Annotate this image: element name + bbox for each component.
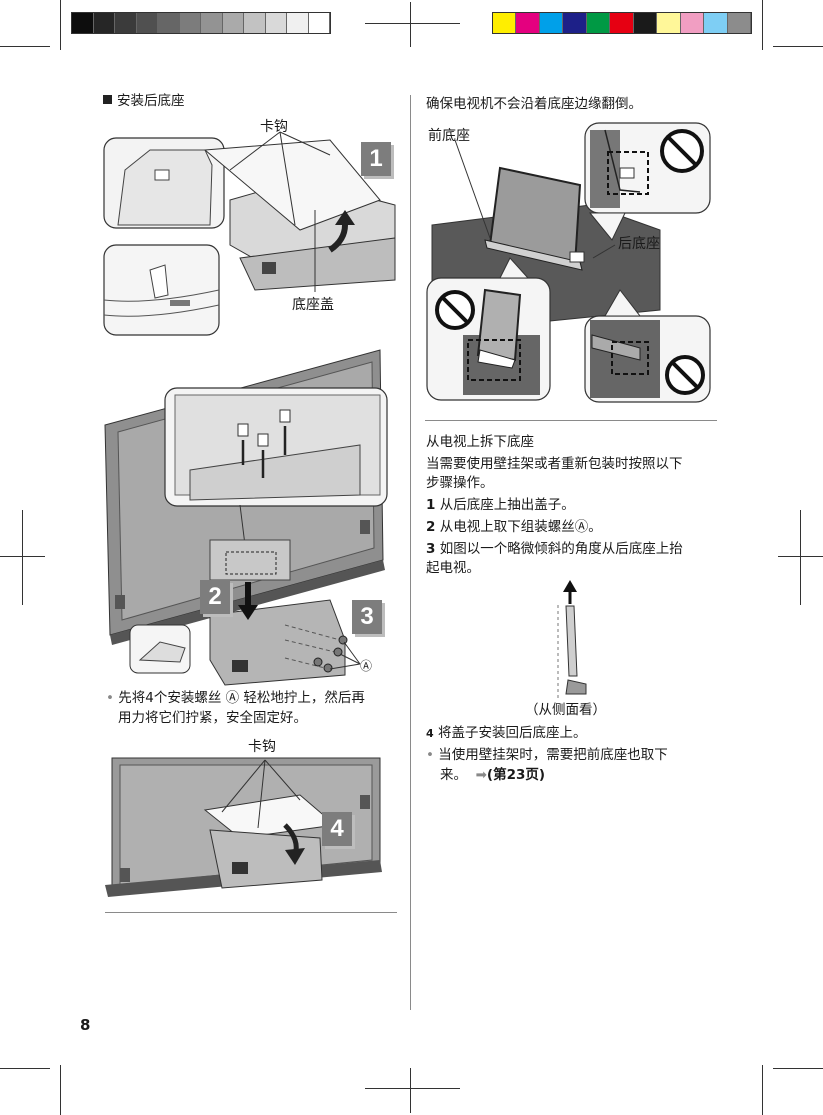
arrow-down-icon	[238, 605, 258, 620]
remove-step-3: 3 如图以一个略微倾斜的角度从后底座上抬	[426, 541, 683, 557]
wall-mount-bullet-cont: 来。 ➡(第23页)	[440, 767, 546, 783]
gray-swatch	[201, 13, 223, 33]
color-swatch	[516, 13, 540, 33]
grayscale-calibration-bar	[71, 12, 331, 34]
column-divider	[410, 95, 411, 1010]
remove-step-1: 1 从后底座上抽出盖子。	[426, 497, 575, 513]
prohibition-icon	[660, 129, 704, 173]
screw-instruction-bullet: • 先将4个安装螺丝 Ⓐ 轻松地拧上，然后再	[106, 690, 365, 706]
color-swatch	[704, 13, 728, 33]
page-number: 8	[80, 1016, 91, 1034]
hook-callout-1: 卡钩	[260, 119, 288, 135]
remove-intro-line-1: 当需要使用壁挂架或者重新包装时按照以下	[426, 456, 683, 472]
color-swatch	[633, 13, 658, 33]
color-calibration-bar	[492, 12, 752, 34]
gray-swatch	[222, 13, 244, 33]
gray-swatch	[136, 13, 158, 33]
step-2-badge: 2	[200, 580, 230, 614]
side-view-caption: （从侧面看）	[525, 702, 606, 718]
prohibition-icon	[435, 290, 475, 330]
curved-arrow-icon	[285, 848, 305, 865]
page-reference-link[interactable]: (第23页)	[486, 767, 546, 783]
section-title: 安装后底座	[103, 92, 185, 111]
gray-swatch	[93, 13, 115, 33]
step-3-badge: 3	[352, 600, 382, 634]
color-swatch	[493, 13, 517, 33]
front-stand-label: 前底座	[428, 128, 470, 144]
screw-marker: Ⓐ	[360, 659, 373, 673]
gray-swatch	[308, 13, 330, 33]
page-reference-arrow-icon: ➡	[475, 767, 487, 783]
arrow-up-icon	[563, 580, 577, 592]
color-swatch	[586, 13, 611, 33]
square-bullet-icon	[103, 95, 112, 104]
prohibition-icon	[665, 355, 705, 395]
wall-mount-bullet: • 当使用壁挂架时，需要把前底座也取下	[426, 747, 668, 763]
remove-stand-heading: 从电视上拆下底座	[426, 434, 534, 450]
color-swatch	[680, 13, 705, 33]
gray-swatch	[265, 13, 287, 33]
tip-over-warning: 确保电视机不会沿着底座边缘翻倒。	[426, 96, 642, 112]
gray-swatch	[179, 13, 201, 33]
curved-arrow-icon	[335, 210, 355, 225]
gray-swatch	[72, 13, 94, 33]
color-swatch	[610, 13, 634, 33]
gray-swatch	[287, 13, 309, 33]
color-swatch	[563, 13, 587, 33]
hook-callout-2: 卡钩	[248, 739, 276, 755]
gray-swatch	[158, 13, 180, 33]
left-bottom-rule	[105, 912, 397, 913]
color-swatch	[539, 13, 564, 33]
color-swatch	[727, 13, 751, 33]
remove-step-2: 2 从电视上取下组装螺丝Ⓐ。	[426, 519, 602, 535]
cover-callout: 底座盖	[292, 297, 334, 313]
remove-step-4: 4 将盖子安装回后底座上。	[426, 725, 587, 741]
right-mid-rule	[425, 420, 717, 421]
step-4-badge: 4	[322, 812, 352, 846]
gray-swatch	[244, 13, 266, 33]
rear-stand-label: 后底座	[618, 236, 660, 252]
step-1-badge: 1	[361, 142, 391, 176]
screw-instruction-bullet-cont: 用力将它们拧紧，安全固定好。	[118, 710, 307, 726]
remove-step-3-cont: 起电视。	[426, 560, 480, 576]
gray-swatch	[115, 13, 137, 33]
color-swatch	[657, 13, 681, 33]
remove-intro-line-2: 步骤操作。	[426, 475, 494, 491]
